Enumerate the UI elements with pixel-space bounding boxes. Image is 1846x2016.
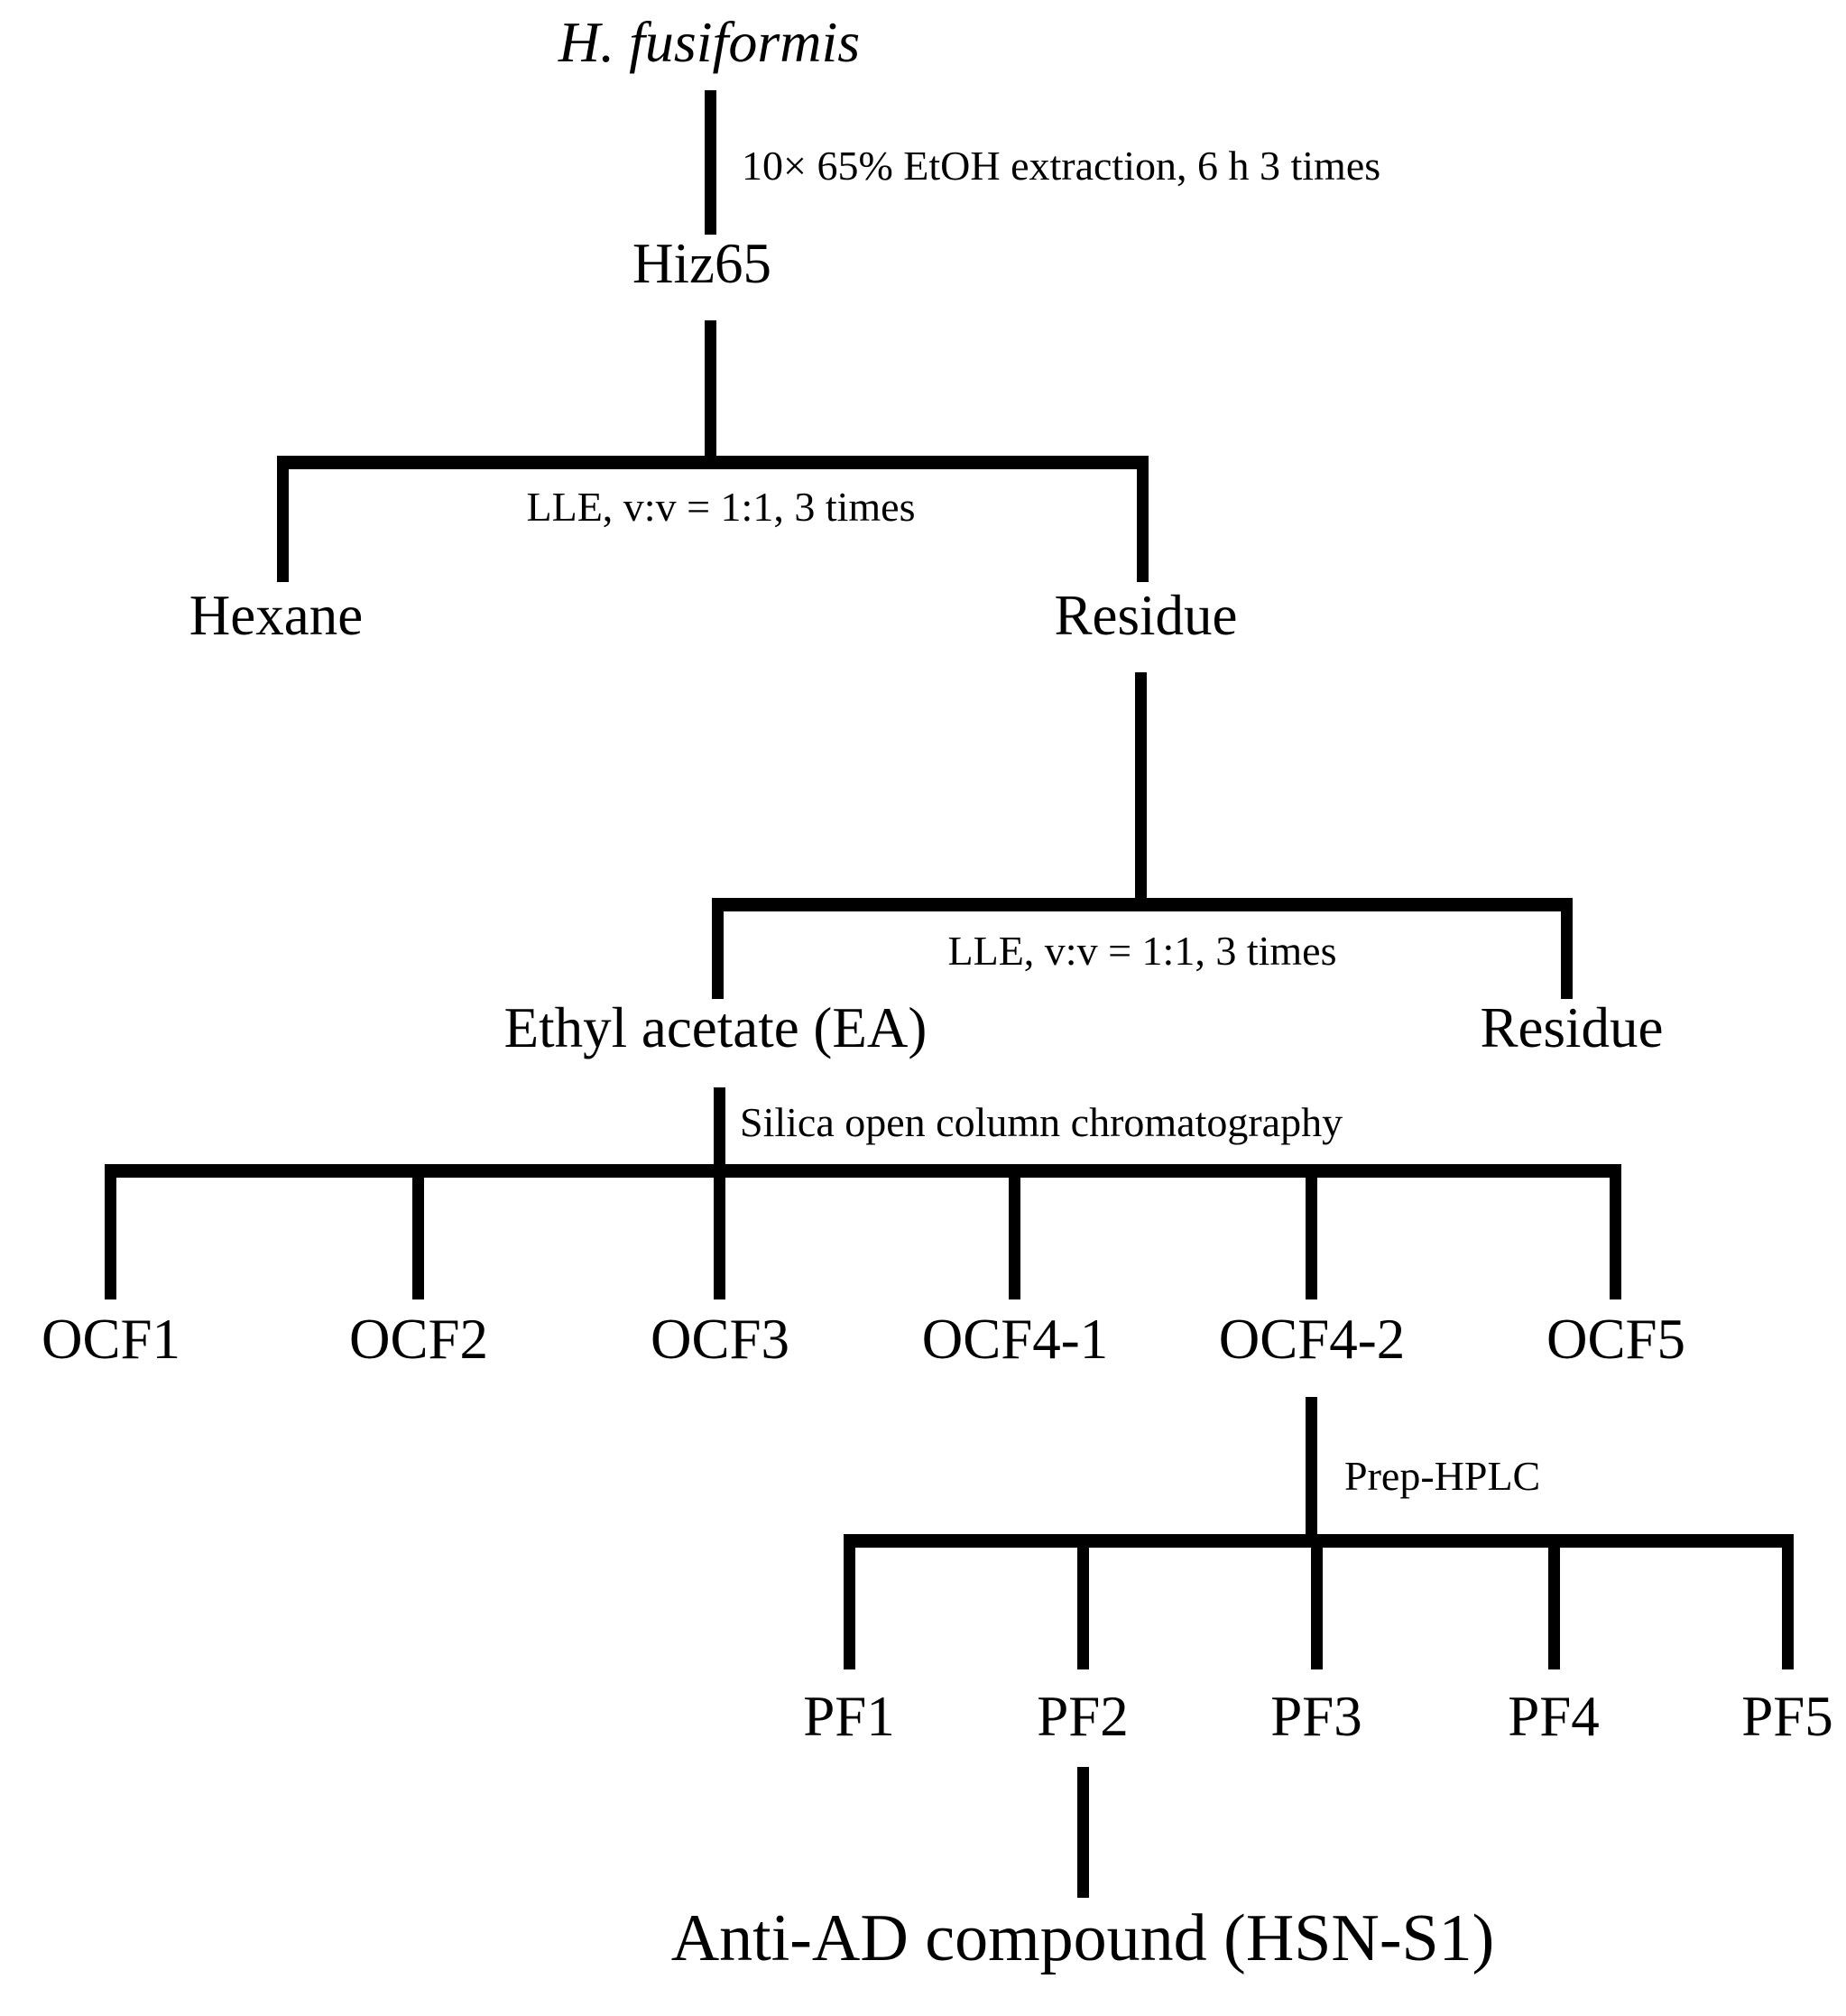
node-pf5: PF5	[1741, 1685, 1833, 1748]
node-pf4: PF4	[1508, 1685, 1600, 1748]
branch1-hbar	[277, 456, 1149, 469]
branch1-right-drop	[1137, 456, 1149, 582]
node-ocf4-1: OCF4-1	[921, 1308, 1109, 1371]
node-hexane: Hexane	[189, 584, 364, 647]
node-final-compound: Anti-AD compound (HSN-S1)	[670, 1901, 1495, 1975]
branch3-drop-ocf5	[1610, 1164, 1621, 1299]
edge-ea-to-branch3	[714, 1087, 725, 1164]
branch3-drop-ocf2	[412, 1164, 424, 1299]
node-residue2: Residue	[1480, 996, 1664, 1059]
branch2-hbar	[712, 898, 1573, 911]
edge-pf2-to-final	[1077, 1767, 1089, 1898]
branch2-left-drop	[712, 898, 724, 999]
node-pf1: PF1	[803, 1685, 895, 1748]
process-label-prep-hplc: Prep-HPLC	[1344, 1453, 1541, 1499]
node-residue1: Residue	[1054, 584, 1238, 647]
node-pf3: PF3	[1270, 1685, 1362, 1748]
process-label-extraction: 10× 65% EtOH extraction, 6 h 3 times	[742, 143, 1381, 189]
node-ethyl-acetate: Ethyl acetate (EA)	[503, 996, 928, 1059]
branch3-hbar	[105, 1164, 1621, 1178]
node-ocf4-2: OCF4-2	[1218, 1308, 1406, 1371]
branch3-drop-ocf1	[105, 1164, 116, 1299]
node-ocf1: OCF1	[41, 1308, 181, 1371]
node-ocf2: OCF2	[348, 1308, 489, 1371]
node-ocf5: OCF5	[1546, 1308, 1686, 1371]
node-ocf3: OCF3	[650, 1308, 790, 1371]
branch4-drop-pf2	[1077, 1534, 1089, 1669]
edge-ocf42-to-branch4	[1306, 1397, 1317, 1534]
process-label-lle2: LLE, v:v = 1:1, 3 times	[947, 928, 1337, 974]
branch4-drop-pf1	[844, 1534, 855, 1669]
branch3-drop-ocf4-1	[1009, 1164, 1020, 1299]
source-organism-title: H. fusiformis	[558, 10, 861, 74]
branch1-left-drop	[277, 456, 289, 582]
process-label-lle1: LLE, v:v = 1:1, 3 times	[526, 484, 916, 530]
branch4-drop-pf3	[1311, 1534, 1323, 1669]
edge-residue1-to-branch2	[1135, 672, 1147, 898]
node-hiz65: Hiz65	[632, 232, 771, 295]
branch2-right-drop	[1561, 898, 1573, 999]
branch3-drop-ocf3	[714, 1164, 725, 1299]
edge-title-to-hiz65	[705, 90, 716, 235]
branch4-drop-pf5	[1782, 1534, 1794, 1669]
node-pf2: PF2	[1037, 1685, 1129, 1748]
process-label-silica-column: Silica open column chromatography	[740, 1099, 1343, 1145]
branch4-drop-pf4	[1548, 1534, 1560, 1669]
edge-hiz65-to-branch1	[705, 320, 716, 456]
branch3-drop-ocf4-2	[1306, 1164, 1317, 1299]
